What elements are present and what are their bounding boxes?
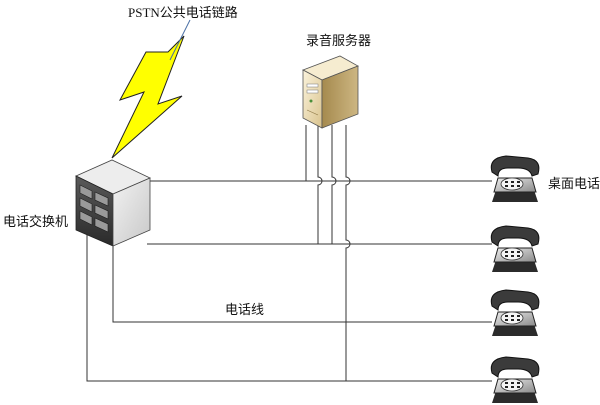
- phone-line-label: 电话线: [225, 303, 265, 318]
- telephone-icon-1: [490, 155, 540, 203]
- recording-taps: [305, 125, 351, 381]
- pbx-label: 电话交换机: [3, 215, 69, 230]
- pstn-leader-line: [169, 19, 191, 61]
- lightning-icon: [111, 35, 185, 159]
- telephone-icon-2: [490, 225, 540, 273]
- phone-lines: [86, 180, 492, 382]
- pbx-icon: [75, 159, 151, 247]
- telephone-icon-4: [490, 356, 540, 404]
- telephone-icon-3: [490, 289, 540, 337]
- server-icon: [302, 55, 359, 129]
- pstn-link-label: PSTN公共电话链路: [128, 5, 238, 20]
- recording-server-label: 录音服务器: [306, 34, 372, 49]
- desk-phone-label: 桌面电话: [548, 177, 600, 192]
